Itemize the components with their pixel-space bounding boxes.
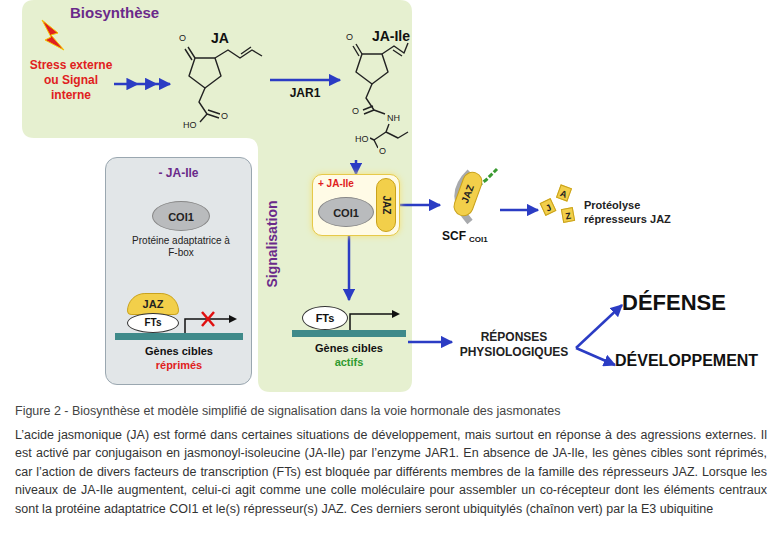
node-text: Z <box>561 207 575 223</box>
flow-arrow <box>500 209 538 212</box>
flow-arrow <box>114 83 170 86</box>
node-text: J <box>540 198 557 216</box>
body-paragraph: L’acide jasmonique (JA) est formé dans c… <box>15 426 767 518</box>
node-text: A <box>556 184 572 201</box>
atom-label: O <box>178 33 187 43</box>
node-text: DÉVELOPPEMENT <box>615 352 767 370</box>
atom-label: O <box>220 111 229 121</box>
atom-label: O <box>345 32 354 42</box>
node-text: COI1 <box>318 197 374 227</box>
node-text: actifs <box>290 356 408 368</box>
figure-caption: Figure 2 - Biosynthèse et modèle simplif… <box>15 404 765 418</box>
gene-repressed: JAZFTsGènes cibles réprimés <box>113 291 245 383</box>
node-text: - JA-Ile <box>106 166 251 180</box>
node-text: JAZ <box>376 178 396 232</box>
node-text: Gènes cibles <box>113 345 245 357</box>
coi1-protein: COI1Protéine adaptatrice à F-box <box>126 201 236 263</box>
node-text: Protéine adaptatrice à F-box <box>126 235 236 259</box>
node-text: FTs <box>302 306 348 330</box>
flow-arrow <box>348 236 351 300</box>
proteolysis: JAZ Protéolyse répresseurs JAZ <box>538 182 698 230</box>
edge-label: JAR1 <box>290 86 321 100</box>
node-text: réprimés <box>113 359 245 371</box>
outcome-label: DÉVELOPPEMENT <box>615 352 767 378</box>
coreceptor-complex: + JA-IleCOI1JAZ <box>312 174 400 236</box>
node-text: COI1 <box>469 235 488 244</box>
atom-label: HO <box>182 120 198 130</box>
scf-ligase: JAZSCFCOI1 <box>440 165 500 255</box>
node-text: Biosynthèse <box>70 4 159 21</box>
node-text: COI1 <box>152 201 210 231</box>
gene-active: FTsGènes cibles actifs <box>290 300 408 384</box>
flow-arrow <box>270 79 340 82</box>
flow-arrow <box>576 348 615 365</box>
node-text: Stress externe ou Signal interne <box>28 58 114 103</box>
trigger-label: Stress externe ou Signal interne <box>28 58 114 110</box>
node-text: RÉPONSES PHYSIOLOGIQUES <box>452 330 576 360</box>
node-text: DÉFENSE <box>622 290 732 316</box>
node-text: Protéolyse répresseurs JAZ <box>584 198 696 226</box>
atom-label: NH <box>386 113 401 123</box>
node-text: FTs <box>127 313 179 333</box>
flow-arrow <box>408 341 452 344</box>
node-text: Gènes cibles <box>290 342 408 354</box>
node-text: + JA-Ile <box>318 178 354 189</box>
node-text: SCF <box>442 229 466 243</box>
flow-arrow <box>400 204 440 207</box>
atom-label: O <box>378 146 387 156</box>
outcome-label: DÉFENSE <box>622 290 732 320</box>
flow-arrow <box>576 305 622 348</box>
atom-label: HO <box>354 134 370 144</box>
responses-label: RÉPONSES PHYSIOLOGIQUES <box>452 330 576 366</box>
node-text: JAZ <box>127 293 179 315</box>
atom-label: O <box>351 106 360 116</box>
flow-arrow <box>355 160 358 174</box>
molecule-ja-ile: JA-Ile <box>340 28 412 160</box>
node-text: Signalisation <box>264 192 280 296</box>
inactive-panel: - JA-IleCOI1Protéine adaptatrice à F-box… <box>105 157 252 385</box>
